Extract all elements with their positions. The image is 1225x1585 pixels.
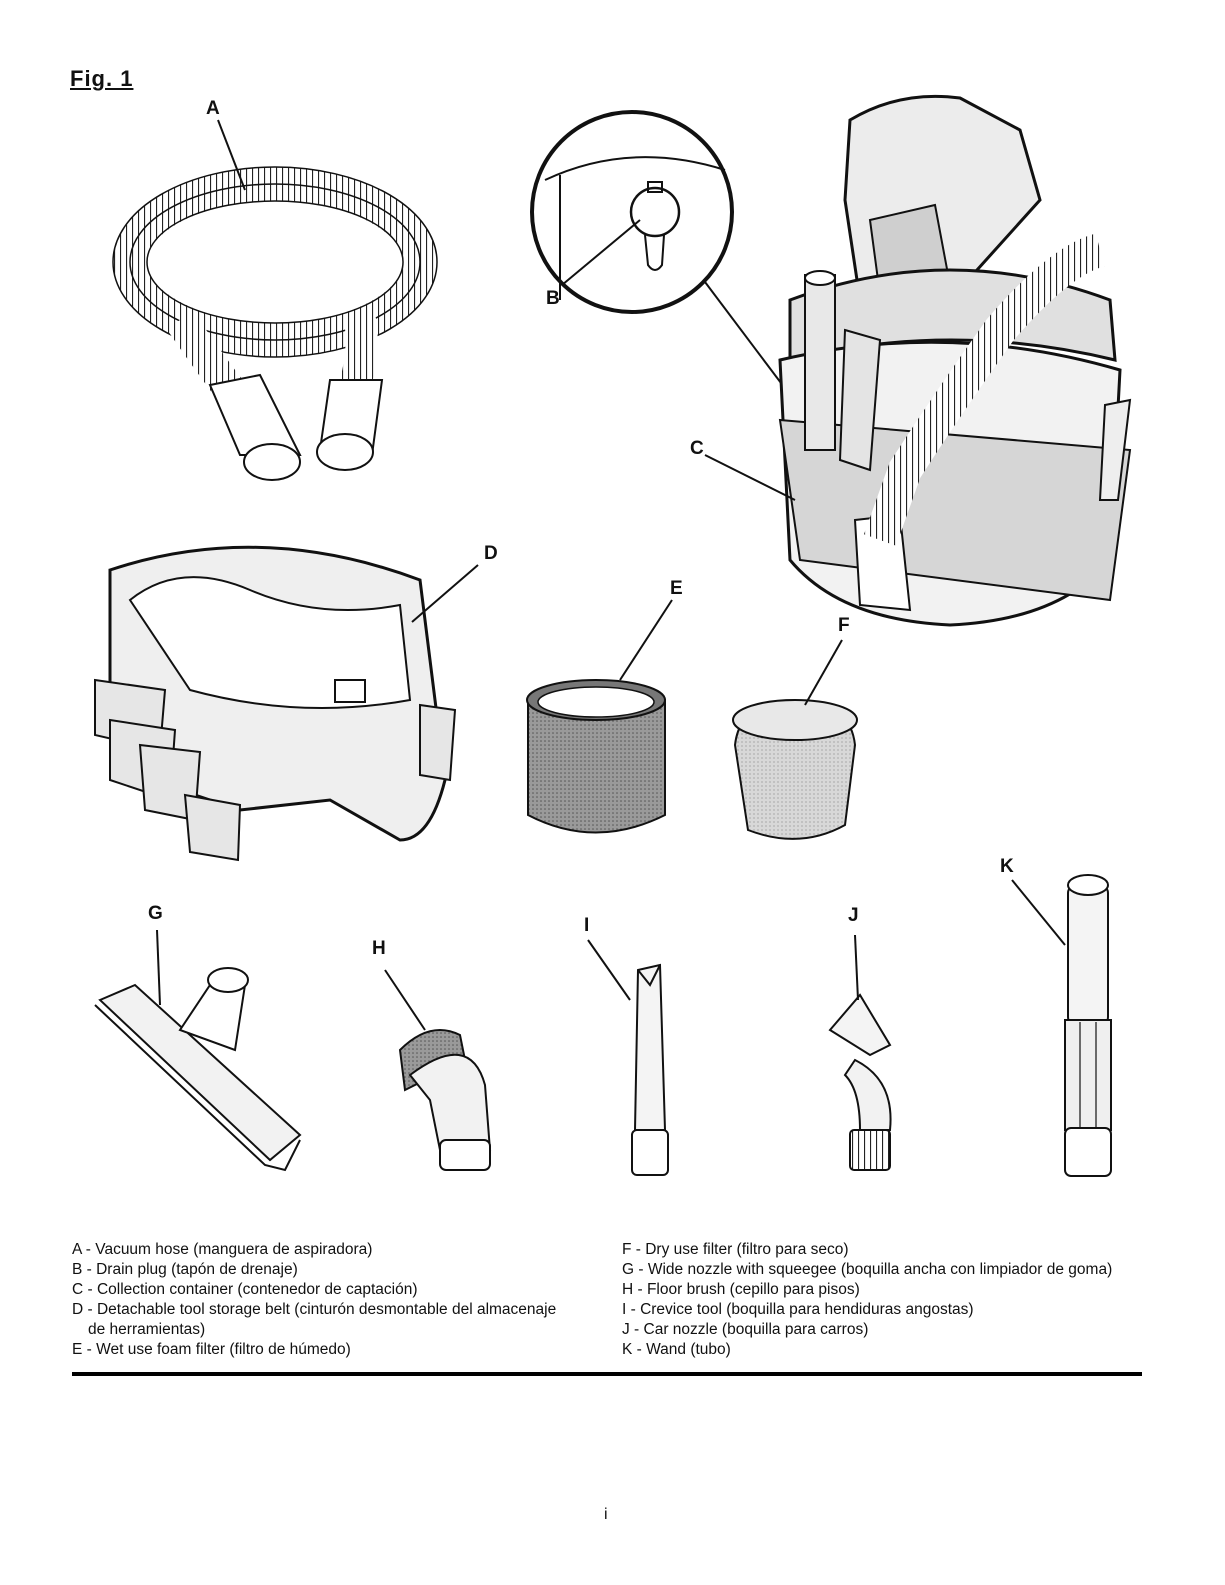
callout-line-f — [804, 639, 843, 706]
drain-plug-detail — [530, 110, 734, 314]
parts-illustration — [94, 94, 1132, 1177]
legend-item-d: D - Detachable tool storage belt (cintur… — [72, 1301, 557, 1318]
callout-line-c — [704, 454, 796, 501]
callout-c: C — [690, 438, 704, 459]
horizontal-rule — [72, 1372, 1142, 1376]
floor-brush — [398, 1029, 492, 1171]
callout-line-a — [217, 119, 246, 191]
legend-item-j: J - Car nozzle (boquilla para carros) — [622, 1321, 869, 1338]
legend-item-a: A - Vacuum hose (manguera de aspiradora) — [72, 1241, 373, 1258]
legend-item-c: C - Collection container (contenedor de … — [72, 1281, 418, 1298]
wand — [1064, 874, 1112, 1177]
callout-line-e — [619, 599, 673, 681]
callout-line-i — [587, 939, 631, 1001]
wet-dry-vacuum — [778, 94, 1132, 627]
legend-item-f: F - Dry use filter (filtro para seco) — [622, 1241, 849, 1258]
legend-item-e: E - Wet use foam filter (filtro de húmed… — [72, 1341, 351, 1358]
callout-e: E — [670, 578, 683, 599]
callout-i: I — [584, 915, 590, 936]
wide-nozzle — [94, 967, 302, 1172]
vacuum-hose — [112, 166, 438, 481]
callout-j: J — [848, 905, 859, 926]
legend-item-i: I - Crevice tool (boquilla para hendidur… — [622, 1301, 974, 1318]
legend-item-b: B - Drain plug (tapón de drenaje) — [72, 1261, 298, 1278]
callout-line-k — [1011, 879, 1066, 946]
callout-line-d — [411, 564, 479, 623]
legend-left: A - Vacuum hose (manguera de aspiradora)… — [72, 1240, 556, 1360]
dry-filter-bag — [732, 699, 858, 840]
callout-line-g — [156, 929, 161, 1006]
callout-d: D — [484, 543, 498, 564]
figure-title: Fig. 1 — [70, 66, 134, 91]
callout-a: A — [206, 98, 220, 119]
callout-k: K — [1000, 856, 1014, 877]
legend-item-d-cont: de herramientas) — [88, 1321, 206, 1338]
callout-line-b — [561, 219, 641, 286]
car-nozzle — [828, 993, 892, 1171]
legend-right: F - Dry use filter (filtro para seco) G … — [622, 1240, 1112, 1360]
foam-filter — [526, 679, 666, 834]
crevice-tool — [631, 963, 669, 1176]
callout-h: H — [372, 938, 386, 959]
callout-f: F — [838, 615, 850, 636]
callout-g: G — [148, 903, 163, 924]
tool-storage-belt — [94, 545, 457, 862]
legend-item-g: G - Wide nozzle with squeegee (boquilla … — [622, 1261, 1113, 1278]
page-number: i — [604, 1506, 608, 1523]
callout-line-h — [384, 969, 426, 1031]
legend-item-k: K - Wand (tubo) — [622, 1341, 731, 1358]
callout-line-j — [854, 934, 859, 1001]
callout-b: B — [546, 288, 560, 309]
zoom-line — [704, 281, 791, 396]
legend-item-h: H - Floor brush (cepillo para pisos) — [622, 1281, 860, 1298]
